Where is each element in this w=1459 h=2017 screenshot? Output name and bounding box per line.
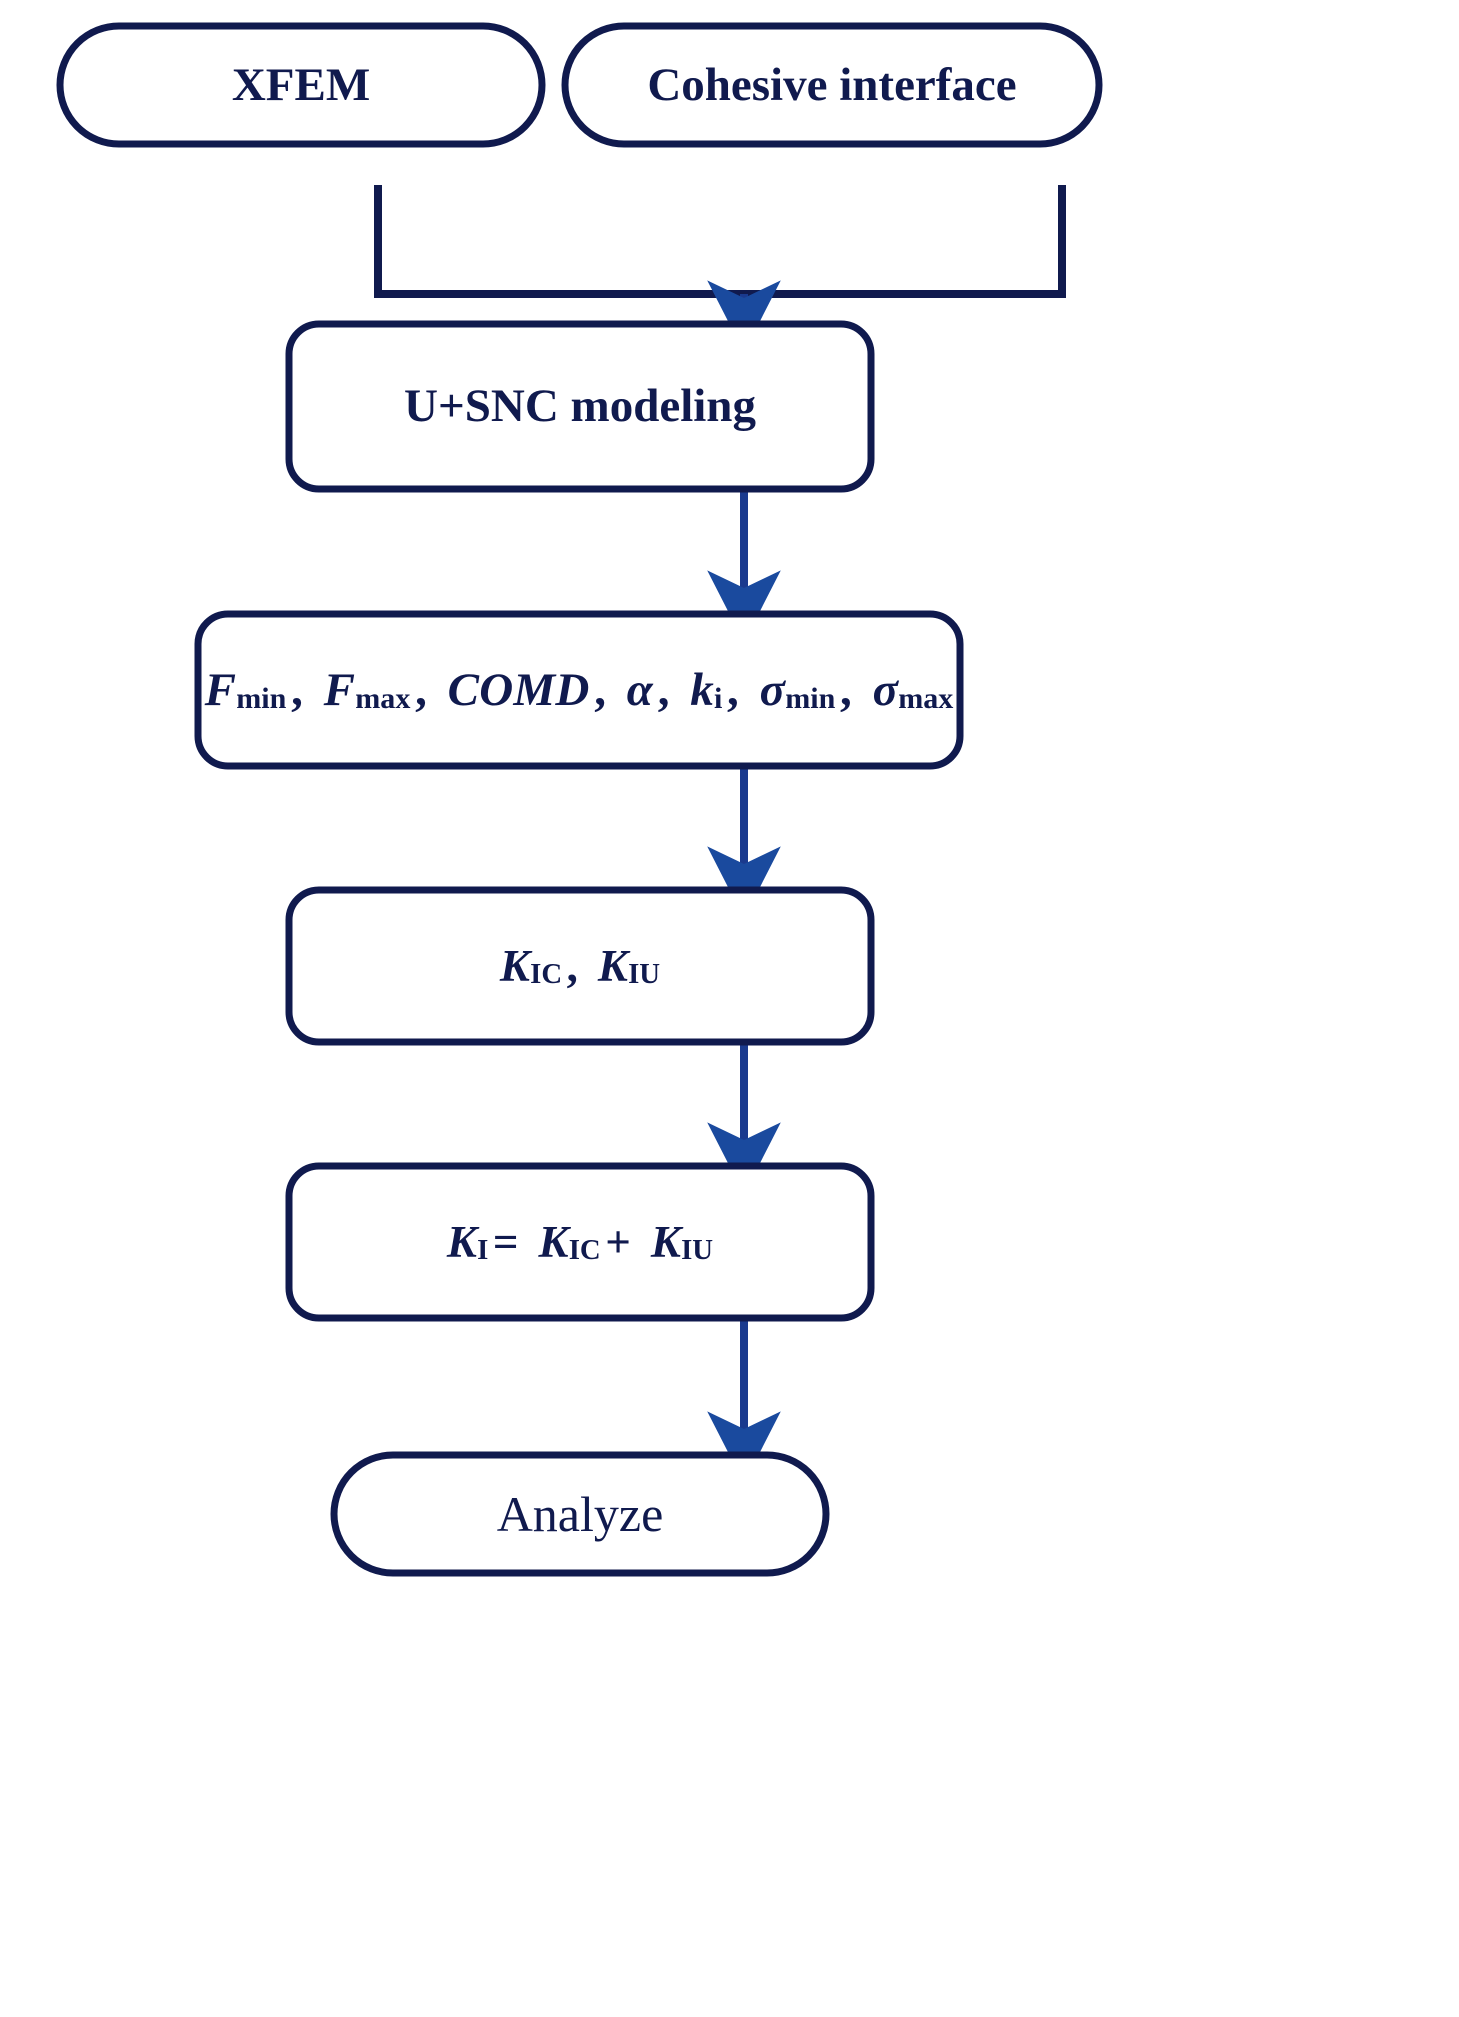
node-shape-cohesive[interactable]: [561, 22, 1103, 148]
node-shape-analyze[interactable]: [330, 1451, 830, 1577]
edge-group: [374, 185, 1066, 1484]
node-shape-group: [56, 22, 1103, 1577]
node-shape-xfem[interactable]: [56, 22, 546, 148]
node-shape-k-sum[interactable]: [285, 1162, 875, 1322]
node-shape-k-values[interactable]: [285, 886, 875, 1046]
node-shape-usnc[interactable]: [285, 320, 875, 493]
node-shape-params[interactable]: [194, 610, 964, 770]
